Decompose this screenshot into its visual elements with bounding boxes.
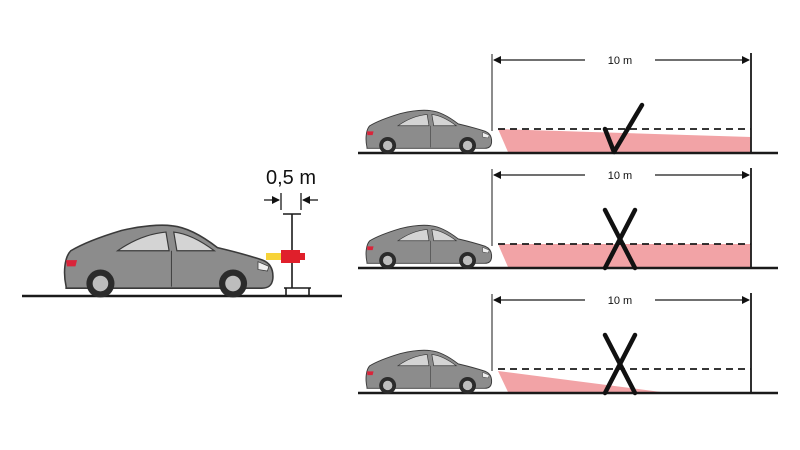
car-icon: [365, 109, 493, 155]
scenario-2: 10 m: [358, 168, 778, 271]
car-icon: [63, 224, 274, 299]
car-icon: [365, 349, 493, 395]
light-beam: [498, 244, 751, 267]
distance-label: 10 m: [608, 55, 632, 67]
distance-label: 10 m: [608, 170, 632, 182]
cross-icon: [602, 332, 638, 396]
scenario-1: 10 m: [358, 53, 778, 155]
light-beam: [498, 371, 661, 392]
distance-label: 0,5 m: [266, 167, 316, 189]
headlight-beam-stub: [266, 253, 282, 260]
check-icon: [602, 102, 645, 155]
aim-device: [281, 213, 311, 296]
scenario-panels: 10 m 10 m 10 m: [358, 53, 778, 396]
light-beam: [498, 129, 751, 152]
scenario-3: 10 m: [358, 293, 778, 396]
cross-icon: [602, 207, 638, 271]
setup-panel: 0,5 m: [22, 167, 342, 299]
distance-label: 10 m: [608, 295, 632, 307]
car-icon: [365, 224, 493, 270]
distance-dimension: 0,5 m: [264, 167, 318, 210]
